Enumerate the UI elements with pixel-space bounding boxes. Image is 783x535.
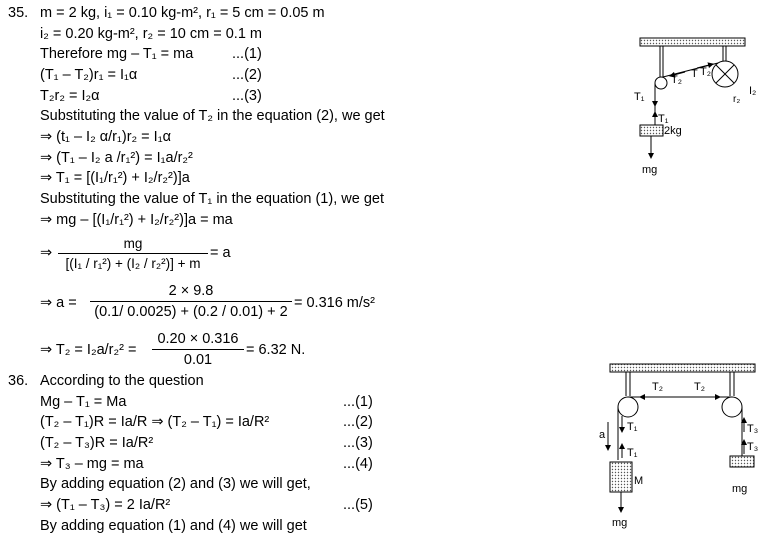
problem-35-given-line1: m = 2 kg, i₁ = 0.10 kg-m², r₁ = 5 cm = 0…	[40, 5, 325, 21]
fig2-label-t3-top: T₃	[747, 423, 758, 435]
fraction-3-result: = 6.32 N.	[246, 342, 306, 358]
label-t1-bottom: T₁	[658, 113, 669, 125]
problem-36-equation-4: ⇒ T₃ – mg = ma	[40, 456, 144, 472]
label-t2-left: T₂	[671, 74, 682, 86]
pulley-spoke-2	[715, 64, 735, 84]
fraction-1-numerator: mg	[123, 236, 143, 251]
fraction-2-bar	[90, 301, 292, 302]
fig2-label-mg-left: mg	[612, 517, 627, 529]
fraction-3: 0.20 × 0.316 0.01	[152, 331, 244, 368]
fraction-2-denominator: (0.1/ 0.0025) + (0.2 / 0.01) + 2	[94, 304, 288, 320]
fraction-3-numerator: 0.20 × 0.316	[157, 331, 239, 347]
fraction-3-denominator: 0.01	[183, 352, 213, 368]
fig2-label-t1-bottom: T₁	[627, 447, 638, 459]
fraction-1-bar	[58, 253, 208, 254]
small-pulley	[654, 76, 668, 90]
problem-36-equation-3: (T₂ – T₃)R = Ia/R²	[40, 435, 154, 451]
problem-35-equation-1: Therefore mg – T₁ = ma	[40, 46, 194, 62]
fraction-1-denominator: [(I₁ / r₁²) + (I₂ / r₂²)] + m	[65, 256, 201, 271]
equation-1-number: ...(1)	[232, 46, 262, 62]
tension-t2-arrow-right	[696, 62, 714, 69]
fig2-label-a: a	[599, 429, 606, 441]
fig2-label-t2-right: T₂	[694, 381, 705, 393]
problem-35-step-2: ⇒ (T₁ – I₂ a /r₁²) = I₁a/r₂²	[40, 150, 193, 166]
pulley-left	[617, 396, 639, 418]
figure-36-pulley-diagram: T₂ T₂ a T₁ T₁ M mg T₃ T₃ mg	[599, 363, 758, 529]
problem-35-step-3: ⇒ T₁ = [(I₁/r₁²) + I₂/r₂²)]a	[40, 170, 190, 186]
tension-t2-arrow-left	[669, 71, 686, 78]
fraction-2-numerator: 2 × 9.8	[168, 283, 214, 299]
figure-35-pulley-diagram: T₁ T₂ T T₂ I₂ r₂ T₁ 2kg mg	[634, 37, 756, 176]
problem-35-step-1: ⇒ (t₁ – I₂ α/r₁)r₂ = I₁α	[40, 129, 171, 145]
pulley-right	[721, 396, 743, 418]
fraction-1: mg [(I₁ / r₁²) + (I₂ / r₂²)] + m	[58, 236, 208, 271]
fig2-label-M: M	[634, 475, 643, 487]
ceiling-2	[609, 363, 756, 373]
fraction-1-result: = a	[210, 245, 231, 261]
problem-35-equation-3: T₂r₂ = I₂α	[40, 88, 100, 104]
label-t2-right: T₂	[700, 66, 711, 78]
problem-35-given-line2: i₂ = 0.20 kg-m², r₂ = 10 cm = 0.1 m	[40, 26, 262, 42]
equation-3-number: ...(3)	[232, 88, 262, 104]
label-t1-top: T₁	[634, 91, 645, 103]
fraction-3-prefix: ⇒ T₂ = I₂a/r₂² =	[40, 342, 137, 358]
problem-36-number: 36.	[8, 373, 29, 389]
fraction-2-prefix: ⇒ a =	[40, 295, 77, 311]
fraction-1-prefix: ⇒	[40, 245, 53, 261]
fraction-2: 2 × 9.8 (0.1/ 0.0025) + (0.2 / 0.01) + 2	[90, 283, 292, 320]
problem-35-equation-2: (T₁ – T₂)r₁ = I₁α	[40, 67, 138, 83]
label-mass-2kg: 2kg	[664, 125, 682, 137]
mass-m	[729, 455, 755, 468]
fraction-3-bar	[152, 349, 244, 350]
mass-M	[609, 461, 633, 493]
mass-block	[639, 124, 664, 137]
problem-36-intro: According to the question	[40, 373, 204, 389]
fig2-label-t2-left: T₂	[652, 381, 663, 393]
fraction-2-result: = 0.316 m/s²	[294, 295, 375, 311]
problem-36-text-adding-2-3: By adding equation (2) and (3) we will g…	[40, 476, 311, 492]
problem-36-equation-5: ⇒ (T₁ – T₃) = 2 Ia/R²	[40, 497, 171, 513]
p36-equation-3-number: ...(3)	[343, 435, 373, 451]
problem-35-text-substitute-t2: Substituting the value of T₂ in the equa…	[40, 108, 385, 124]
label-r2: r₂	[733, 94, 740, 105]
p36-equation-5-number: ...(5)	[343, 497, 373, 513]
label-i2: I₂	[749, 85, 756, 97]
ceiling	[639, 37, 746, 47]
p36-equation-2-number: ...(2)	[343, 414, 373, 430]
equation-2-number: ...(2)	[232, 67, 262, 83]
problem-35-text-substitute-t1: Substituting the value of T₁ in the equa…	[40, 191, 384, 207]
problem-36-equation-2: (T₂ – T₁)R = Ia/R ⇒ (T₂ – T₁) = Ia/R²	[40, 414, 270, 430]
label-mg: mg	[642, 164, 657, 176]
problem-36-equation-1: Mg – T₁ = Ma	[40, 394, 127, 410]
problem-36-text-adding-1-4: By adding equation (1) and (4) we will g…	[40, 518, 307, 534]
problem-35-step-4: ⇒ mg – [(I₁/r₁²) + I₂/r₂²)]a = ma	[40, 212, 233, 228]
problem-35-number: 35.	[8, 5, 29, 21]
p36-equation-1-number: ...(1)	[343, 394, 373, 410]
fig2-label-t1-top: T₁	[627, 421, 638, 433]
p36-equation-4-number: ...(4)	[343, 456, 373, 472]
fig2-label-t3-bottom: T₃	[747, 441, 758, 453]
fig2-label-mg-right: mg	[732, 483, 747, 495]
label-t: T	[691, 68, 698, 80]
